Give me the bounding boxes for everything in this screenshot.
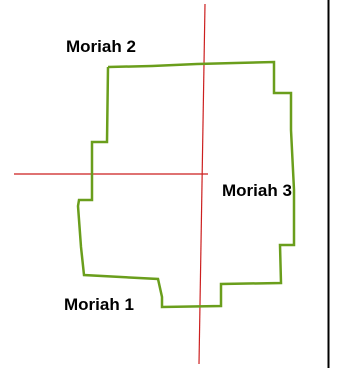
label-moriah-1: Moriah 1 — [64, 295, 134, 314]
label-moriah-3: Moriah 3 — [222, 181, 292, 200]
property-boundary-outline — [76, 60, 296, 309]
label-moriah-2: Moriah 2 — [66, 37, 136, 56]
crosshair-vertical-line — [198, 3, 206, 365]
